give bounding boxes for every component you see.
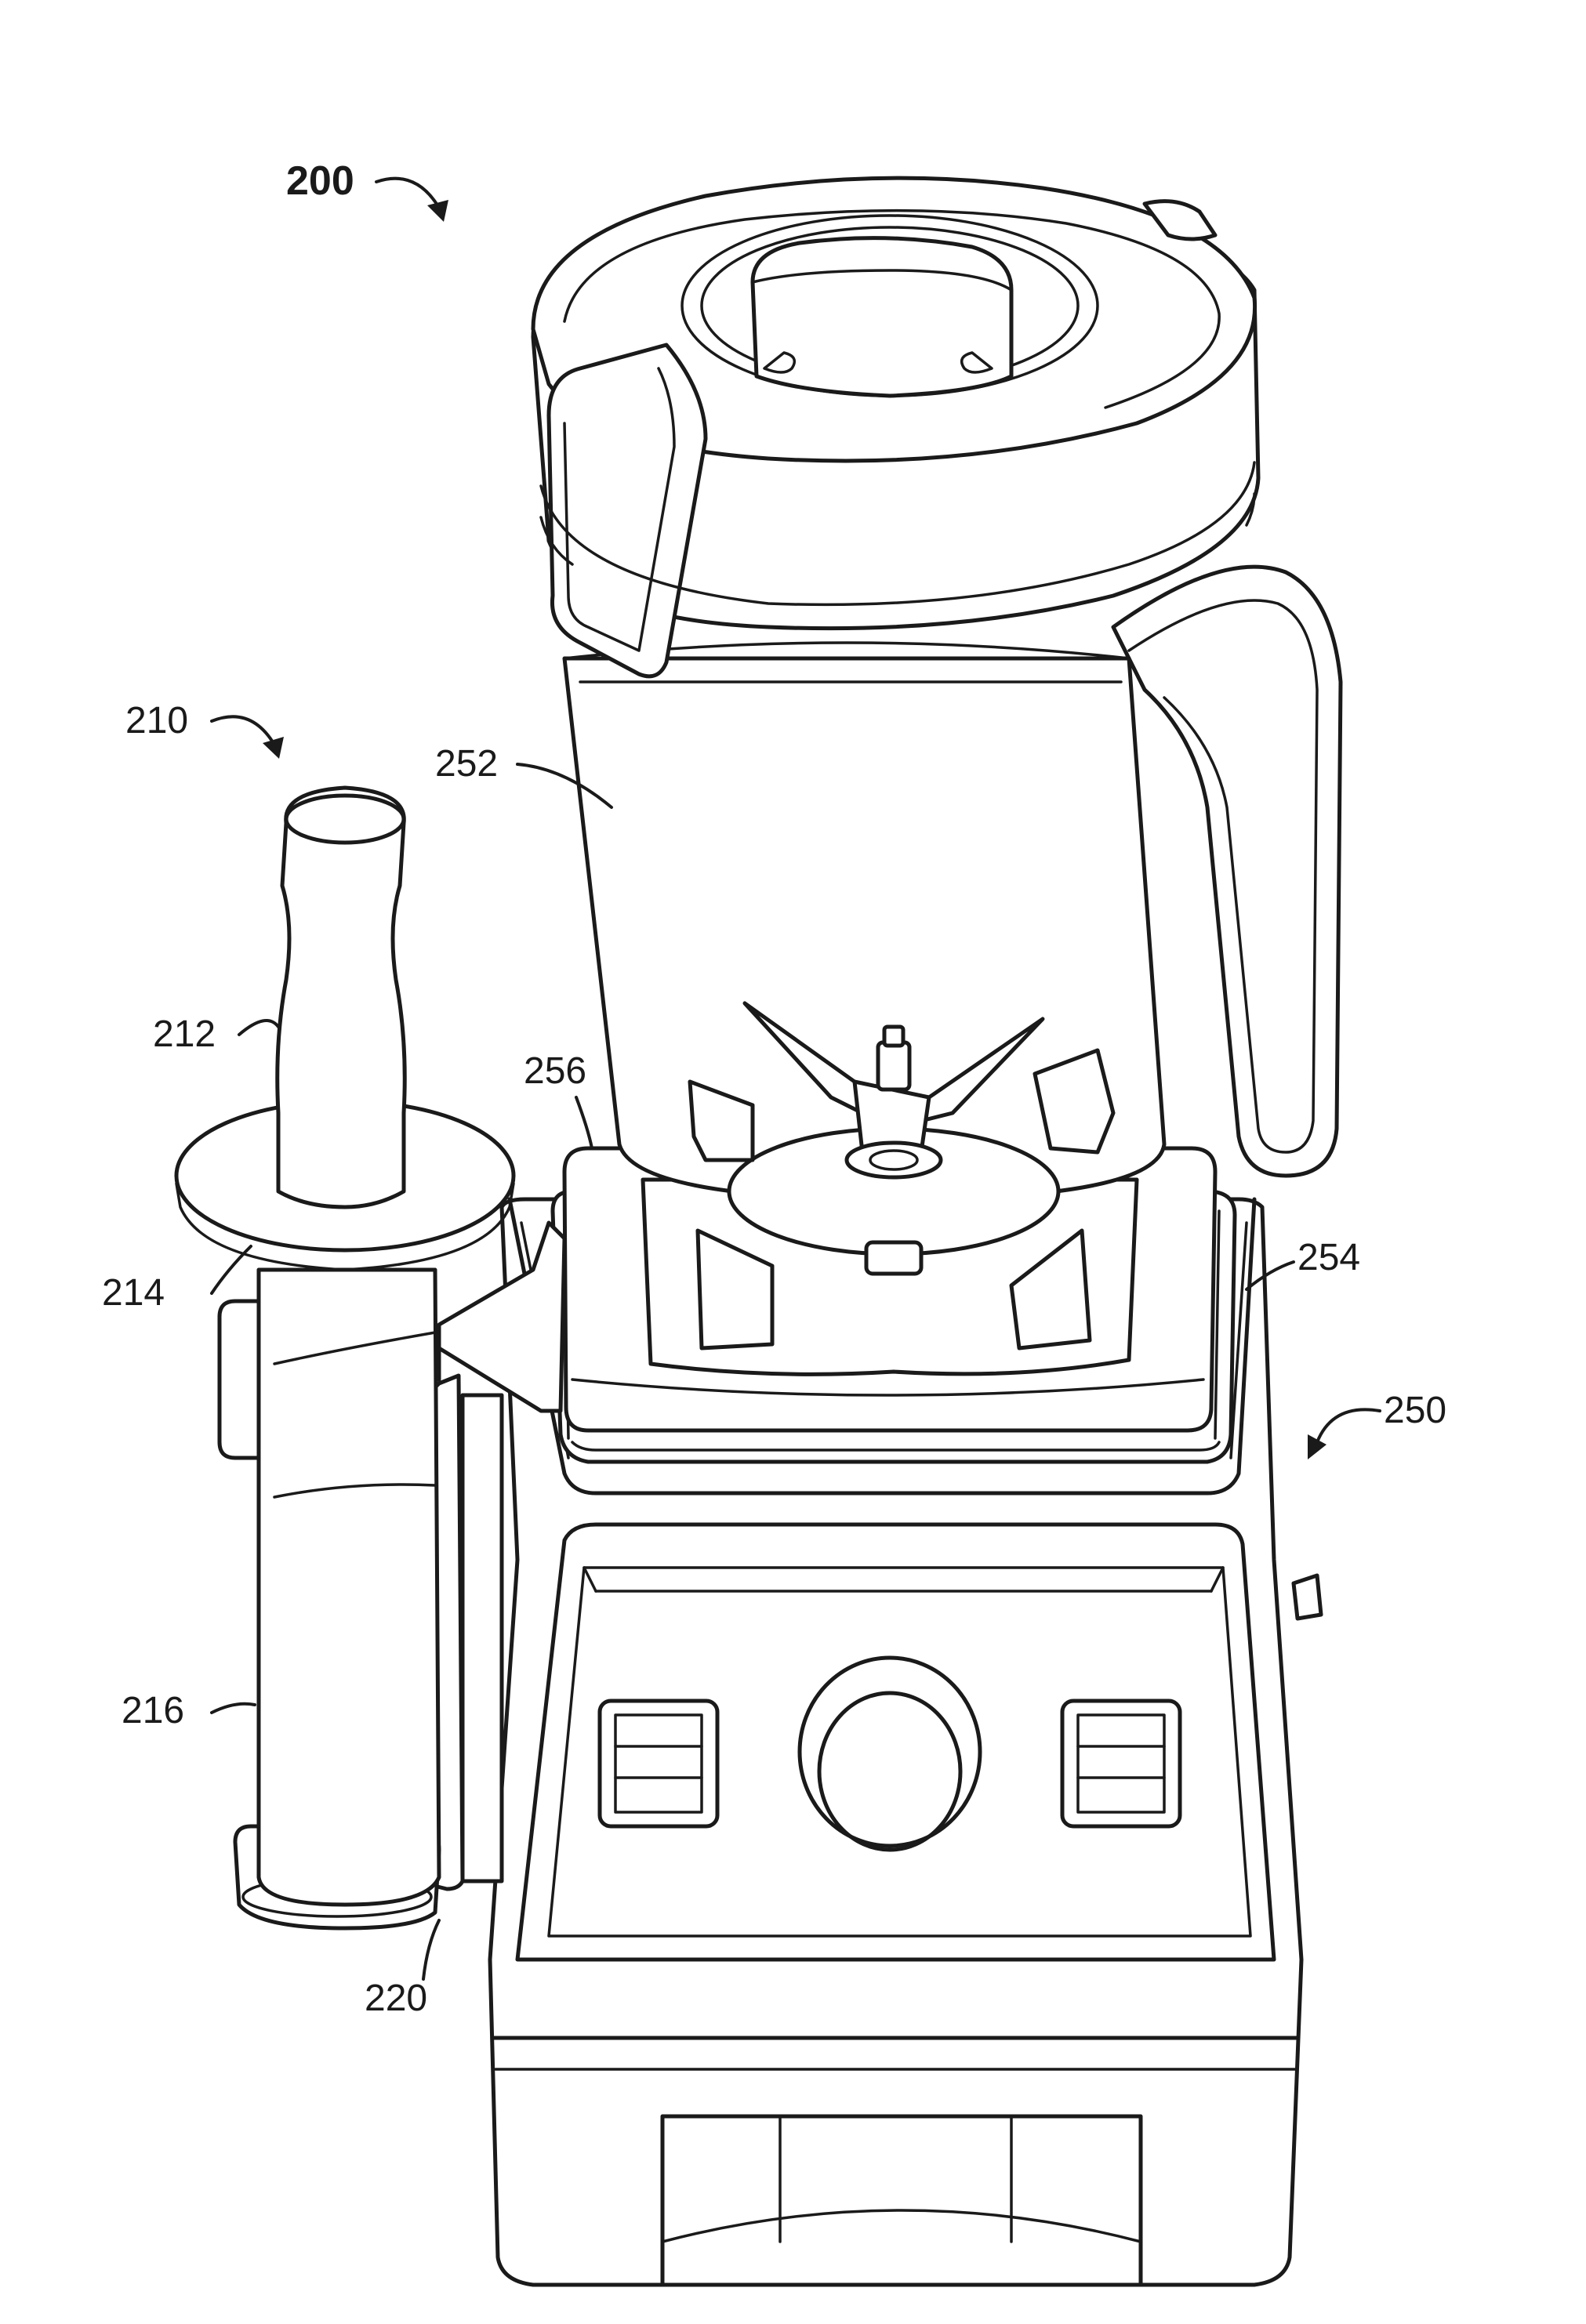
label-216: 216 [122,1690,184,1731]
label-252: 252 [435,743,498,785]
left-switch [600,1701,717,1826]
label-256: 256 [524,1050,586,1092]
label-200: 200 [286,158,354,204]
label-250: 250 [1384,1390,1446,1431]
label-254: 254 [1297,1237,1360,1278]
label-214: 214 [102,1272,165,1314]
label-210: 210 [125,700,188,741]
label-212: 212 [153,1013,216,1055]
speed-dial [800,1658,980,1850]
right-switch [1062,1701,1180,1826]
label-220: 220 [365,1978,427,2019]
